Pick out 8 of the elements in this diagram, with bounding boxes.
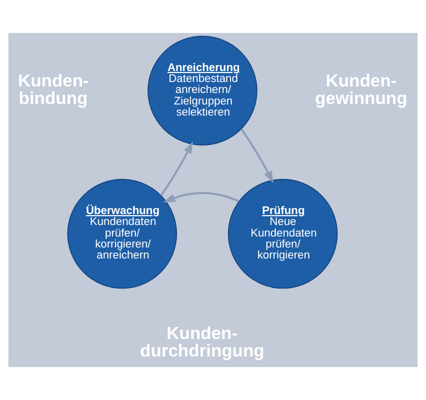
node-circle: Anreicherung Datenbestand anreichern/ Zielgruppen selektieren [148,36,258,146]
arrow [160,141,194,196]
node-circle: Prüfung Neue Kundendaten prüfen/ korrigieren [228,178,338,289]
label: Kunden- gewinnung [314,70,408,108]
arrow [240,128,274,184]
label: Kunden- durchdringung [140,322,264,360]
label: Kunden- bindung [18,70,89,108]
arrow [163,192,240,202]
